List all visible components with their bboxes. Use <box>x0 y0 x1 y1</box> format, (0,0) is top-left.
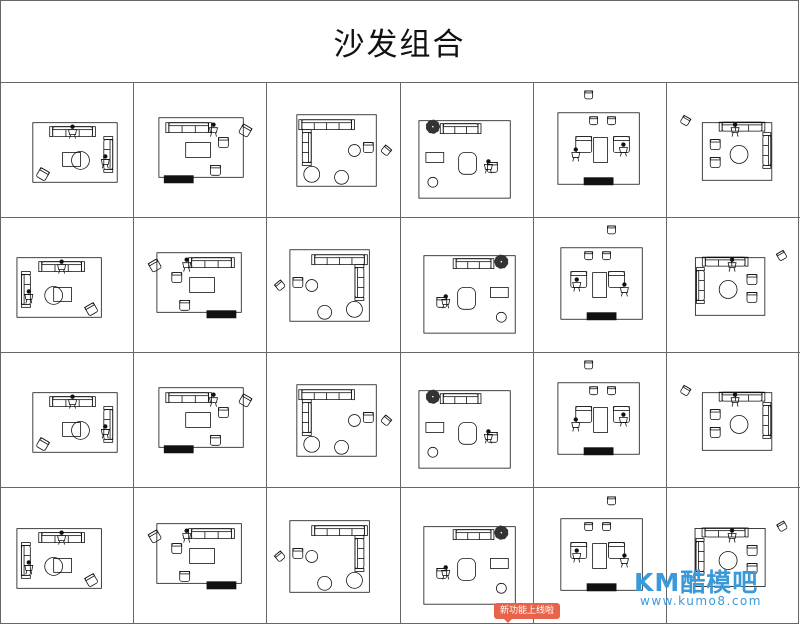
layout-r2c6 <box>666 218 800 353</box>
layout-r1c6 <box>666 83 800 218</box>
layout-r3c6 <box>666 353 800 488</box>
layout-r4c2 <box>134 488 268 624</box>
furniture-plan-drawing <box>680 114 773 181</box>
furniture-plan-drawing <box>274 249 371 322</box>
furniture-plan-drawing <box>422 525 516 605</box>
layout-r2c3 <box>267 218 401 353</box>
layout-r4c1 <box>1 488 135 624</box>
layout-r2c1 <box>1 218 135 353</box>
layout-r4c3 <box>267 488 401 624</box>
furniture-plan-drawing <box>560 496 643 592</box>
furniture-plan-drawing <box>158 387 253 454</box>
page-title: 沙发组合 <box>333 27 466 63</box>
furniture-plan-drawing <box>32 122 118 183</box>
layout-r1c3 <box>267 83 401 218</box>
layout-r4c4 <box>401 488 534 624</box>
watermark: KM酷模吧 www.kumo8.com <box>634 563 800 613</box>
furniture-plan-drawing <box>694 249 787 316</box>
watermark-url: www.kumo8.com <box>640 594 762 608</box>
layout-r1c1 <box>1 83 135 218</box>
layout-r3c2 <box>134 353 268 488</box>
furniture-plan-drawing <box>32 392 118 453</box>
layout-r4c5 <box>534 488 667 624</box>
furniture-plan-drawing <box>680 384 773 451</box>
layout-r2c4 <box>400 218 534 353</box>
furniture-plan-drawing <box>418 119 511 199</box>
layout-r4c6 <box>667 488 800 624</box>
layout-r2c5 <box>533 218 667 353</box>
furniture-plan-drawing <box>16 528 102 589</box>
furniture-plan-drawing <box>147 252 242 319</box>
layout-r1c5 <box>533 83 667 218</box>
furniture-plan-drawing <box>423 254 516 334</box>
furniture-plan-drawing <box>557 360 640 456</box>
layout-r1c4 <box>400 83 534 218</box>
furniture-plan-drawing <box>147 523 242 590</box>
layout-r3c1 <box>1 353 135 488</box>
furniture-plan-drawing <box>296 114 393 187</box>
furniture-plan-drawing <box>158 117 253 184</box>
layout-r1c2 <box>134 83 268 218</box>
furniture-plan-drawing <box>694 520 788 587</box>
furniture-plan-drawing <box>16 257 102 318</box>
new-feature-badge[interactable]: 新功能上线啦 <box>494 603 561 623</box>
layout-r3c4 <box>400 353 534 488</box>
furniture-plan-drawing <box>296 384 393 457</box>
layout-r3c3 <box>267 353 401 488</box>
title-row: 沙发组合 <box>1 1 798 83</box>
furniture-plan-drawing <box>557 90 640 186</box>
layout-r3c5 <box>533 353 667 488</box>
furniture-plan-drawing <box>560 225 643 321</box>
layout-grid <box>1 83 800 625</box>
furniture-plan-drawing <box>418 389 511 469</box>
watermark-brand: KM酷模吧 <box>634 568 759 597</box>
layout-r2c2 <box>134 218 268 353</box>
furniture-plan-drawing <box>274 520 371 593</box>
